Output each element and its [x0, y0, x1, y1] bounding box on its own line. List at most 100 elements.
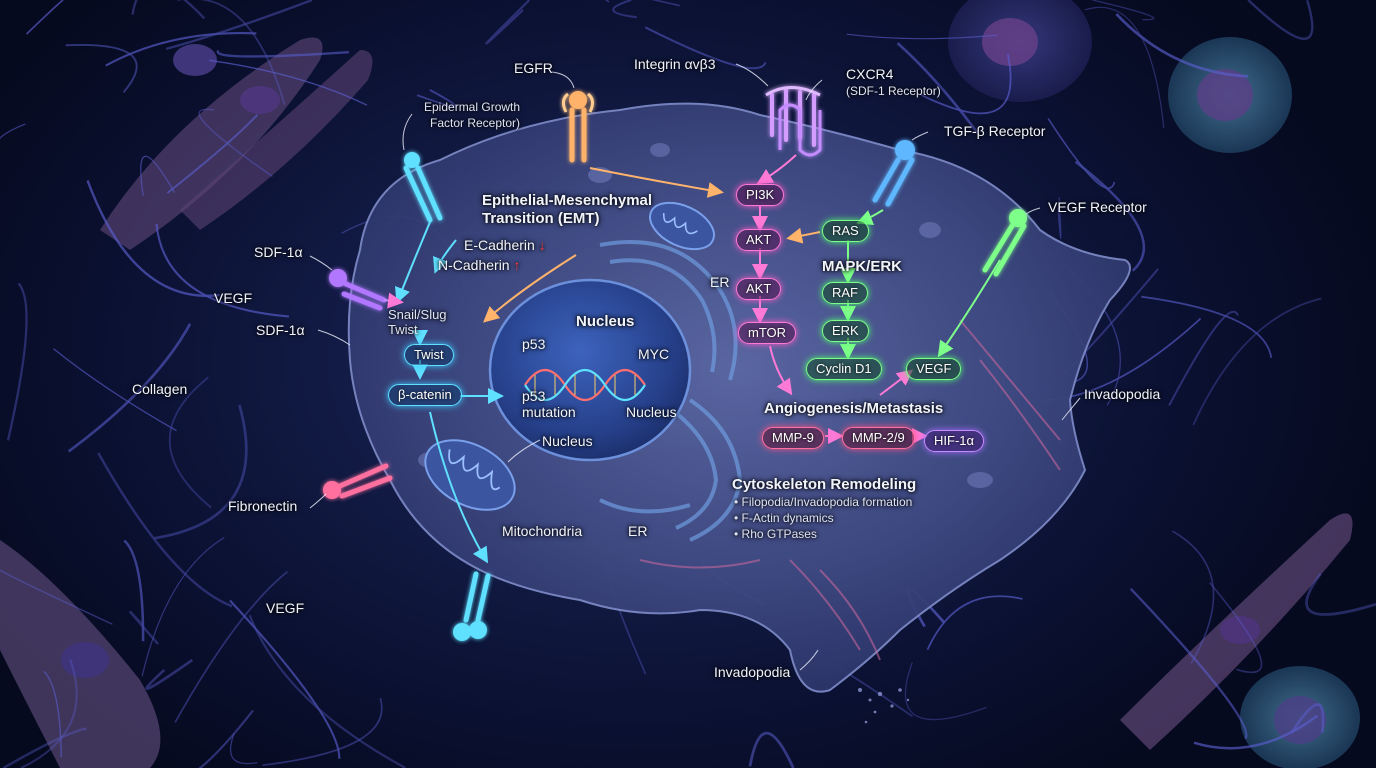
- mtor-node: mTOR: [738, 322, 797, 344]
- collagen-fiber: [1084, 6, 1165, 128]
- p53-mutation-line2: mutation: [522, 404, 576, 420]
- collagen-fiber: [1168, 310, 1239, 406]
- mmp9-node: MMP-9: [762, 427, 824, 449]
- collagen-fiber: [53, 348, 177, 432]
- collagen-fiber: [1247, 0, 1314, 40]
- collagen-fiber: [1290, 703, 1325, 734]
- collagen-fiber: [229, 599, 341, 759]
- cytoskeleton-item-3: • Rho GTPases: [734, 527, 817, 541]
- pi3k-node: PI3K: [736, 184, 785, 206]
- e-cadherin-label: E-Cadherin ↓: [464, 237, 546, 253]
- vegf-node: VEGF: [906, 358, 962, 380]
- twist-label: Twist: [388, 322, 418, 337]
- collagen-fiber: [140, 155, 176, 196]
- akt-node-1: AKT: [736, 229, 782, 251]
- mapk-erk-title: MAPK/ERK: [822, 258, 903, 275]
- cytoskeleton-item-1: • Filopodia/Invadopodia formation: [734, 495, 913, 509]
- collagen-fiber: [229, 733, 258, 765]
- collagen-fiber: [2, 727, 87, 768]
- sdf1a-mid-label: SDF-1α: [256, 322, 305, 338]
- egfr-receptor: [561, 91, 595, 163]
- collagen-fiber: [1057, 197, 1062, 239]
- collagen-fiber: [416, 89, 456, 108]
- collagen-fiber: [1047, 118, 1116, 190]
- cxcr4-label: CXCR4: [846, 66, 894, 82]
- vegf-left-label: VEGF: [214, 290, 253, 306]
- collagen-fiber: [1115, 13, 1249, 78]
- collagen-fiber: [97, 452, 233, 608]
- collagen-fiber: [155, 223, 289, 318]
- vegf-bottom-label: VEGF: [266, 600, 305, 616]
- ras-node: RAS: [822, 220, 869, 242]
- nucleus-outer-label: Nucleus: [542, 433, 593, 449]
- cytoskeleton-title: Cytoskeleton Remodeling: [732, 476, 917, 493]
- n-cadherin-label: N-Cadherin ↑: [438, 257, 521, 273]
- nucleus-organelle: [488, 278, 692, 462]
- collagen-fiber: [167, 709, 254, 768]
- mmp29-node: MMP-2/9: [842, 427, 915, 449]
- up-arrow-icon: ↑: [513, 257, 521, 273]
- bottom-receptor: [453, 571, 491, 641]
- egfr-full-label-line1: Epidermal Growth: [424, 100, 521, 114]
- collagen-fiber: [1092, 0, 1155, 21]
- cxcr4-receptor: [778, 103, 822, 157]
- collagen-fiber: [926, 595, 1023, 651]
- raf-node: RAF: [822, 282, 868, 304]
- collagen-fiber: [262, 698, 383, 767]
- matrix-debris: [858, 688, 910, 724]
- collagen-fiber: [131, 0, 206, 20]
- invadopodia-bottom-label: Invadopodia: [714, 664, 791, 680]
- collagen-fiber: [248, 614, 406, 768]
- er-bottom-label: ER: [628, 523, 648, 539]
- collagen-fiber: [748, 731, 795, 768]
- beta-catenin-node: β-catenin: [388, 384, 462, 406]
- collagen-fiber: [1129, 587, 1248, 740]
- mitochondria-organelles: [424, 201, 715, 511]
- collagen-fiber: [165, 0, 313, 51]
- collagen-fiber: [20, 658, 78, 768]
- cancer-cell-body: [347, 102, 1131, 693]
- collagen-fiber: [145, 658, 194, 690]
- collagen-fiber: [174, 570, 288, 723]
- collagen-fiber: [216, 49, 349, 58]
- collagen-fiber: [1305, 572, 1376, 616]
- nucleus-title: Nucleus: [576, 313, 635, 330]
- collagen-fiber: [846, 33, 998, 40]
- collagen-fiber: [921, 53, 1012, 115]
- cxcr4-sub-label: (SDF-1 Receptor): [846, 84, 941, 98]
- actin-streaks: [639, 319, 1061, 661]
- mitochondria-label: Mitochondria: [502, 523, 583, 539]
- collagen-fiber: [123, 539, 145, 642]
- collagen-fiber: [1209, 582, 1263, 674]
- collagen-fiber: [1141, 295, 1273, 358]
- p53-mutation-line1: p53: [522, 388, 546, 404]
- emt-title-line2: Transition (EMT): [482, 210, 600, 227]
- integrin-receptor: [765, 86, 821, 147]
- vegf-receptor-label: VEGF Receptor: [1048, 199, 1147, 215]
- collagen-fiber: [168, 376, 212, 509]
- collagen-fiber: [644, 26, 767, 70]
- hif1a-node: HIF-1α: [924, 430, 985, 452]
- pathway-arrows: [383, 154, 1001, 564]
- collagen-fiber: [86, 179, 220, 298]
- collagen-fiber: [65, 43, 138, 94]
- integrin-label: Integrin αvβ3: [634, 56, 716, 72]
- collagen-fiber: [177, 0, 286, 106]
- akt-node-2: AKT: [736, 278, 782, 300]
- egfr-left-receptor: [403, 152, 443, 223]
- collagen-fiber: [485, 0, 531, 45]
- collagen-fiber: [6, 282, 28, 441]
- collagen-fiber: [1193, 714, 1319, 750]
- nucleus-inner-label: Nucleus: [626, 404, 677, 420]
- cyclin-d1-node: Cyclin D1: [806, 358, 882, 380]
- collagen-fiber: [166, 114, 259, 194]
- leader-lines: [309, 63, 1081, 671]
- cytoskeleton-item-2: • F-Actin dynamics: [734, 511, 834, 525]
- collagen-fiber: [154, 404, 248, 540]
- invadopodia-right-label: Invadopodia: [1084, 386, 1161, 402]
- collagen-fiber: [25, 0, 65, 35]
- collagen-fiber: [129, 610, 159, 645]
